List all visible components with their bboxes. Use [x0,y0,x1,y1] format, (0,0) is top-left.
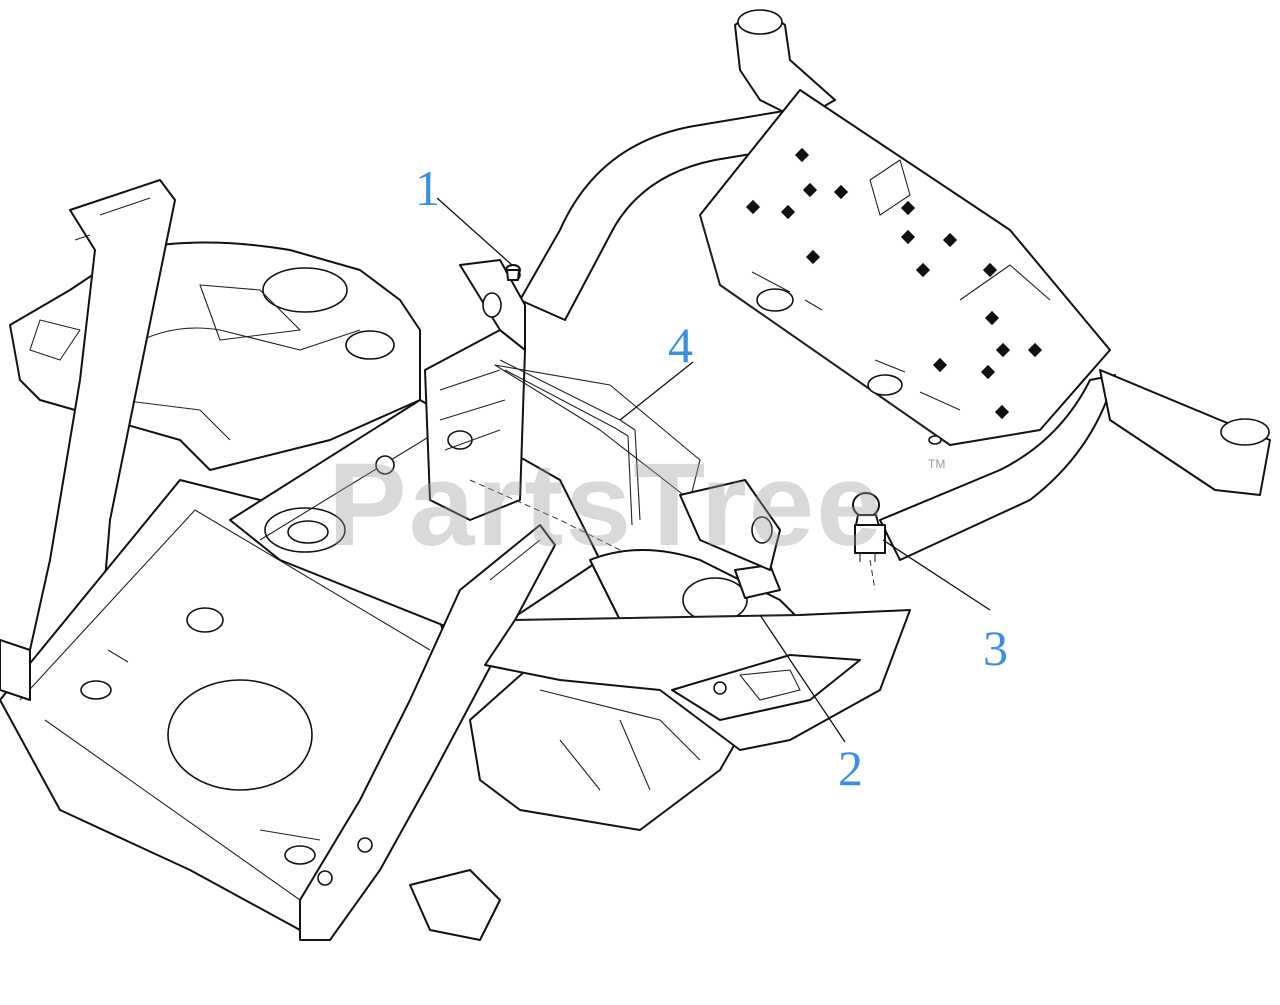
front-console [484,609,911,751]
foot-plate-bolts [745,147,1043,420]
right-rops-arm [299,524,556,941]
top-fastener [505,264,521,281]
watermark: PartsTree TM [328,439,945,571]
watermark-text: PartsTree [328,439,884,571]
leader-lines [436,197,991,743]
control-plate [375,259,701,561]
pto-switch [852,492,886,591]
callout-3: 3 [983,620,1008,676]
watermark-trademark: TM [928,457,945,471]
callout-2: 2 [838,740,863,796]
callout-labels: 1 2 3 4 [415,160,1008,796]
foot-plate [699,89,1111,446]
callout-4: 4 [668,317,693,373]
rear-frame-rails [519,9,1271,561]
wire-bracket [499,359,641,526]
callout-1: 1 [415,160,440,216]
bottom-bracket [409,869,501,941]
